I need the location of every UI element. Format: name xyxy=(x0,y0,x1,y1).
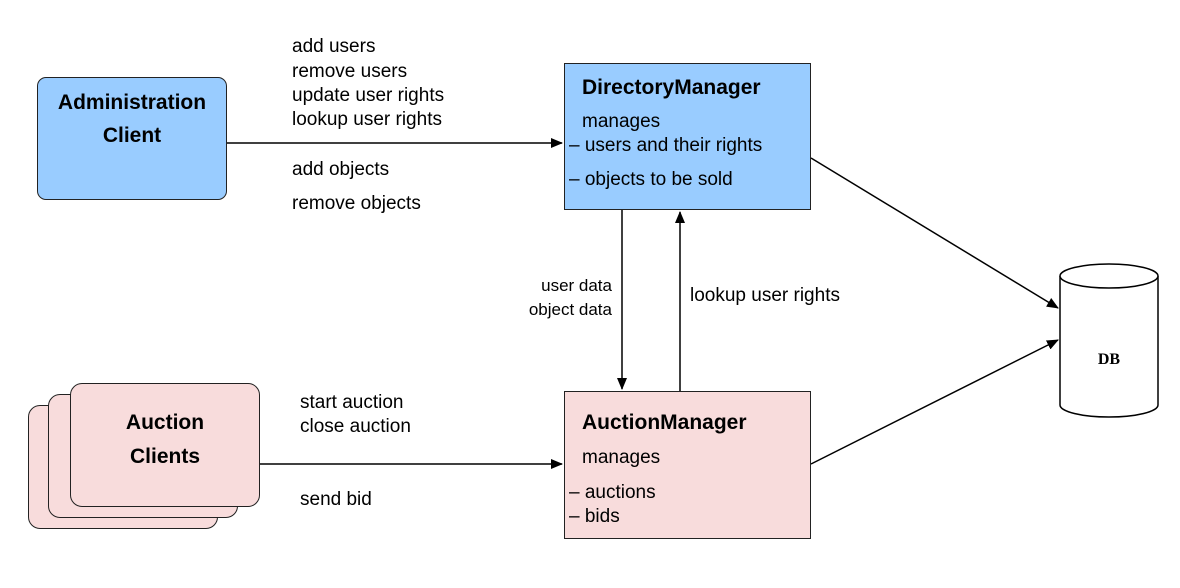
edge-label: lookup user rights xyxy=(690,285,840,306)
edge-label: add users xyxy=(292,36,376,57)
auction-manager-title: AuctionManager xyxy=(582,411,747,434)
auction-manager-box xyxy=(564,391,811,539)
administration-client-label-line1: Administration xyxy=(57,91,207,114)
edge-label: start auction xyxy=(300,392,404,413)
auction-clients-label-line1: Auction xyxy=(125,411,205,434)
directory-manager-box xyxy=(564,63,811,210)
auction-clients-label-line2: Clients xyxy=(129,445,200,468)
db-cylinder xyxy=(1059,263,1159,418)
auction-clients-box xyxy=(70,383,260,507)
edge-label: user data xyxy=(541,276,612,295)
arrow-directory-to-db xyxy=(810,157,1059,309)
edge-label: remove users xyxy=(292,61,408,82)
edge-label: update user rights xyxy=(292,85,445,106)
directory-manager-item: – objects to be sold xyxy=(569,169,733,190)
arrow-auction-to-db xyxy=(810,339,1059,465)
edge-label: lookup user rights xyxy=(292,109,442,130)
db-label: DB xyxy=(1097,351,1121,368)
administration-client-box xyxy=(37,77,227,200)
directory-manager-manages: manages xyxy=(582,111,661,132)
auction-manager-item: – auctions xyxy=(569,482,656,503)
directory-manager-title: DirectoryManager xyxy=(582,76,761,99)
directory-manager-item: – users and their rights xyxy=(569,135,763,156)
edge-label: remove objects xyxy=(292,193,421,214)
edge-label: send bid xyxy=(300,489,372,510)
auction-manager-manages: manages xyxy=(582,447,661,468)
edge-label: add objects xyxy=(292,159,390,180)
edge-label: object data xyxy=(528,300,612,319)
administration-client-label-line2: Client xyxy=(102,124,162,147)
auction-manager-item: – bids xyxy=(569,506,620,527)
edge-label: close auction xyxy=(300,416,411,437)
